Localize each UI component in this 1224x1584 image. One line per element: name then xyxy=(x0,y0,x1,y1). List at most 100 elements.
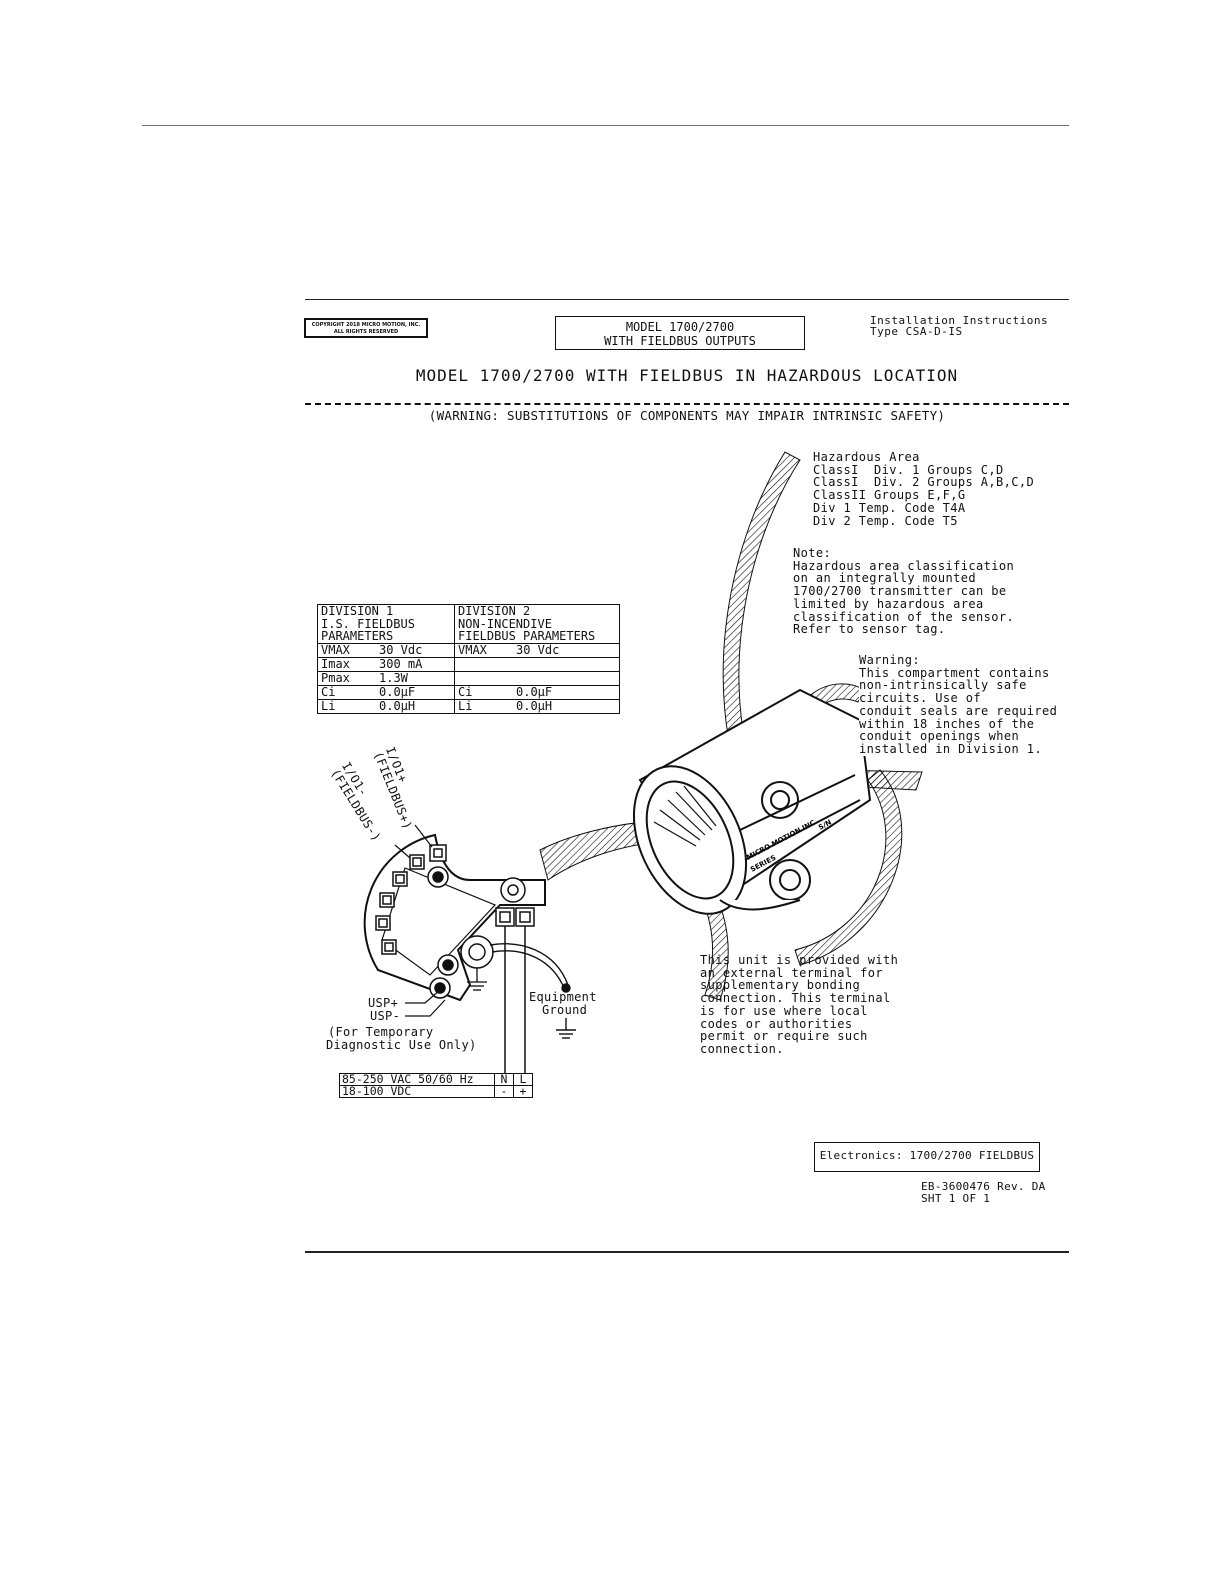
substitution-warning: (WARNING: SUBSTITUTIONS OF COMPONENTS MA… xyxy=(428,408,946,423)
div1-header-line: PARAMETERS xyxy=(321,629,394,643)
div2-cell: Ci 0.0µF xyxy=(454,684,620,700)
note-line: limited by hazardous area xyxy=(793,596,984,611)
hatched-arc-right xyxy=(794,769,903,966)
param-value: 0.0µH xyxy=(516,698,553,713)
document-revision: EB-3600476 Rev. DA xyxy=(921,1180,1046,1193)
div2-header-line: DIVISION 2 xyxy=(458,604,531,618)
sheet-bottom-rule xyxy=(305,1251,1069,1253)
equipment-ground-wire xyxy=(489,943,576,1039)
compartment-warning-line: circuits. Use of xyxy=(859,691,981,706)
bonding-line: codes or authorities xyxy=(700,1016,853,1031)
div1-cell: Li 0.0µH xyxy=(317,698,455,714)
label-leaders xyxy=(394,824,446,1017)
hazardous-line: Div 2 Temp. Code T5 xyxy=(813,513,958,528)
param-value: 30 Vdc xyxy=(379,642,423,657)
sheet-number: SHT 1 OF 1 xyxy=(921,1192,991,1205)
model-box: MODEL 1700/2700 WITH FIELDBUS OUTPUTS xyxy=(555,316,805,350)
install-line-2: Type CSA-D-IS xyxy=(870,325,963,338)
param-name: Ci xyxy=(321,684,336,699)
compartment-warning-line: conduit seals are required xyxy=(859,703,1058,718)
hazardous-line: ClassI Div. 1 Groups C,D xyxy=(813,462,1004,477)
bonding-line: connection. This terminal xyxy=(700,991,891,1006)
temporary-use-line-1: (For Temporary xyxy=(328,1025,434,1039)
compartment-warning-line: installed in Division 1. xyxy=(859,741,1042,756)
note-line: on an integrally mounted xyxy=(793,571,976,586)
div2-cell xyxy=(454,670,620,686)
model-line-1: MODEL 1700/2700 xyxy=(625,320,735,334)
positive-terminal: + xyxy=(513,1085,533,1098)
hazardous-area-title: Hazardous Area xyxy=(813,450,920,464)
dashed-divider xyxy=(305,403,1069,405)
install-line-1: Installation Instructions xyxy=(870,314,1049,327)
bonding-line: This unit is provided with xyxy=(700,953,899,967)
div2-cell xyxy=(454,656,620,672)
housing-inner-spokes xyxy=(653,785,717,847)
param-name: Ci xyxy=(458,684,473,699)
div1-header-line: I.S. FIELDBUS xyxy=(321,616,415,631)
note-title: Note: xyxy=(793,546,832,560)
param-name: VMAX xyxy=(458,642,487,657)
temporary-use-line-2: Diagnostic Use Only) xyxy=(326,1038,477,1052)
transmitter-housing xyxy=(632,688,872,915)
sheet-top-rule xyxy=(305,299,1069,300)
param-value: 0.0µF xyxy=(516,684,553,699)
param-value: 30 Vdc xyxy=(516,642,560,657)
ground-symbol-internal xyxy=(467,968,487,991)
param-value: 0.0µF xyxy=(379,684,416,699)
usp-plus-label: USP+ xyxy=(368,996,399,1010)
compartment-warning-line: This compartment contains xyxy=(859,665,1050,680)
copyright-box: COPYRIGHT 2018 MICRO MOTION, INC. ALL RI… xyxy=(304,318,428,338)
dc-supply-label: 18-100 VDC xyxy=(339,1085,495,1098)
bonding-line: an external terminal for xyxy=(700,965,883,980)
equipment-ground-line-1: Equipment xyxy=(529,990,597,1004)
hazardous-line: Div 1 Temp. Code T4A xyxy=(813,500,966,515)
div2-cell: VMAX 30 Vdc xyxy=(454,642,620,658)
power-supply-table: 85-250 VAC 50/60 Hz N L 18-100 VDC - + xyxy=(339,1073,533,1098)
compartment-warning-line: non-intrinsically safe xyxy=(859,678,1027,693)
compartment-warning-line: within 18 inches of the xyxy=(859,716,1035,731)
ac-supply-label: 85-250 VAC 50/60 Hz xyxy=(339,1073,495,1086)
compartment-warning-title: Warning: xyxy=(859,653,920,667)
note-line: classification of the sensor. xyxy=(793,609,1015,624)
div2-header-line: FIELDBUS PARAMETERS xyxy=(458,629,596,643)
table-row: Li 0.0µH Li 0.0µH xyxy=(317,698,620,714)
hazardous-line: ClassI Div. 2 Groups A,B,C,D xyxy=(813,475,1035,490)
div1-cell: Pmax 1.3W xyxy=(317,670,455,686)
power-wires xyxy=(504,926,526,1073)
usp-minus-label: USP- xyxy=(370,1009,401,1023)
hazardous-line: ClassII Groups E,F,G xyxy=(813,488,966,503)
negative-terminal: - xyxy=(494,1085,514,1098)
note-line: 1700/2700 transmitter can be xyxy=(793,584,1007,599)
div2-cell: Li 0.0µH xyxy=(454,698,620,714)
electronics-box: Electronics: 1700/2700 FIELDBUS xyxy=(814,1142,1040,1172)
equipment-ground-line-2: Ground xyxy=(542,1003,588,1017)
param-value: 1.3W xyxy=(379,670,408,685)
bonding-line: supplementary bonding xyxy=(700,978,861,993)
table-row: Ci 0.0µF Ci 0.0µF xyxy=(317,684,620,700)
bonding-line: is for use where local xyxy=(700,1003,868,1018)
bonding-line: permit or require such xyxy=(700,1029,868,1044)
model-line-2: WITH FIELDBUS OUTPUTS xyxy=(604,334,756,348)
div1-header-line: DIVISION 1 xyxy=(321,604,394,618)
param-name: Li xyxy=(321,698,336,713)
note-line: Hazardous area classification xyxy=(793,558,1015,573)
param-name: Li xyxy=(458,698,473,713)
table-row: 18-100 VDC - + xyxy=(339,1085,533,1098)
param-name: Pmax xyxy=(321,670,350,685)
note-line: Refer to sensor tag. xyxy=(793,622,946,637)
param-value: 0.0µH xyxy=(379,698,416,713)
